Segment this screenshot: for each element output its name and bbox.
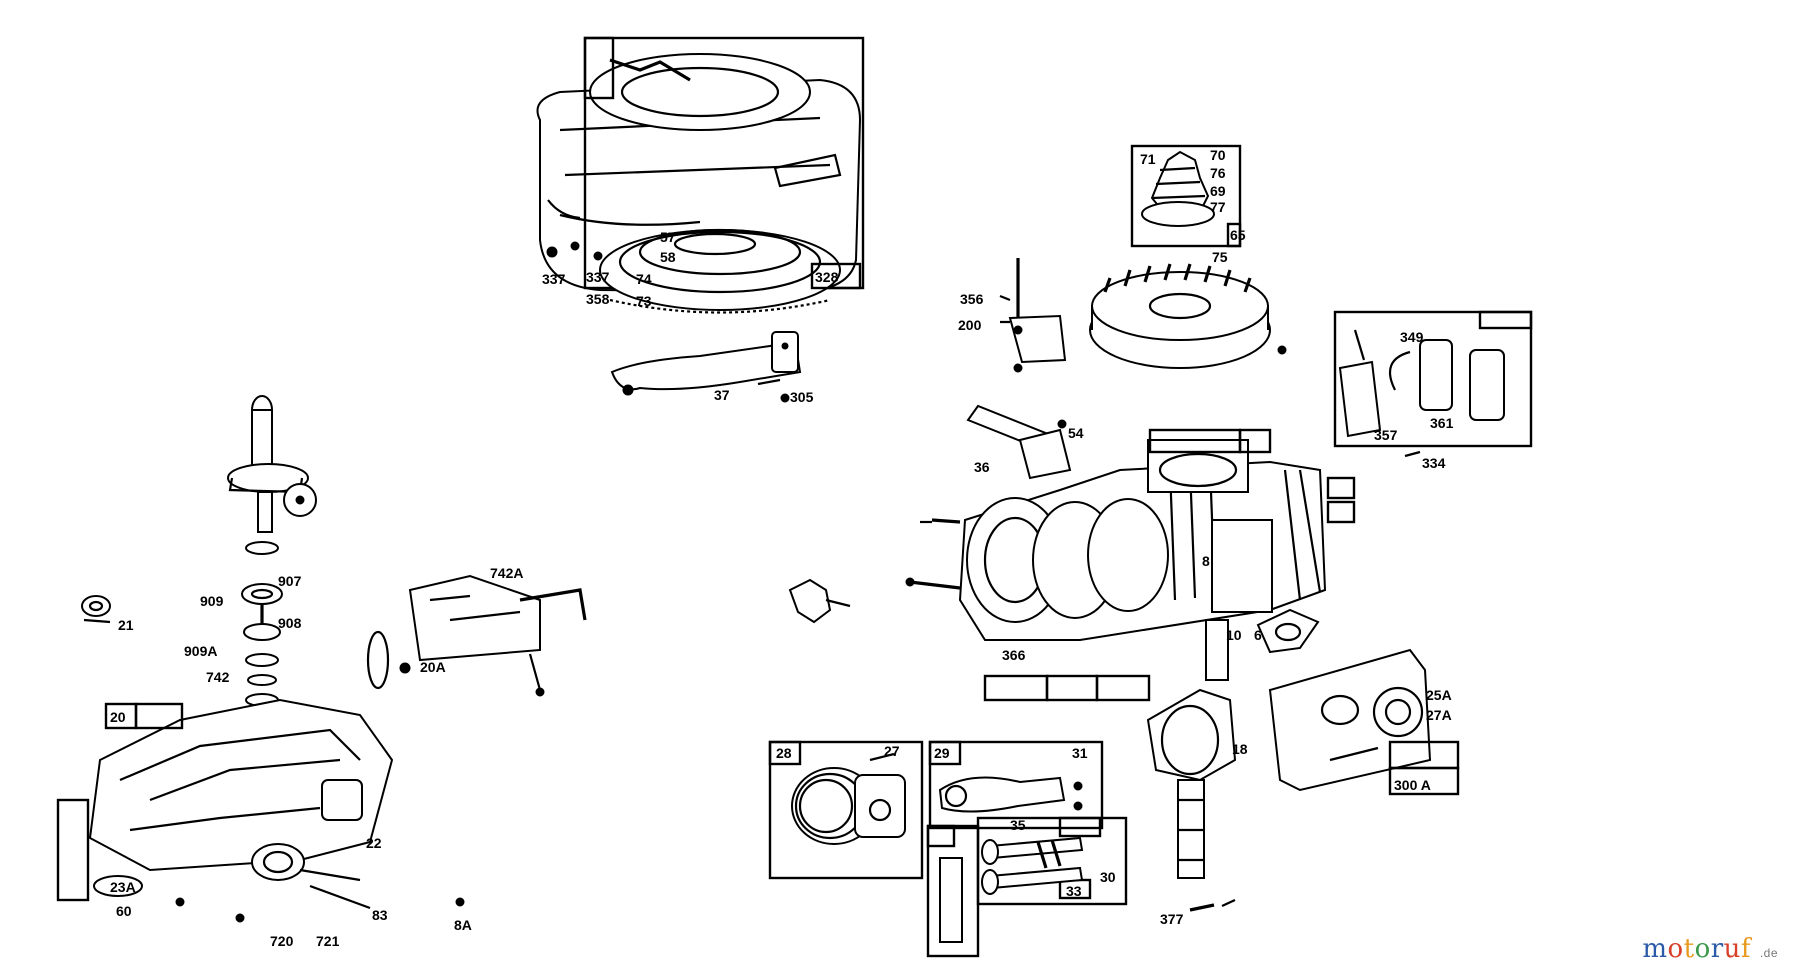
part-label: 721 <box>316 933 340 949</box>
governor-gear-stack <box>227 395 317 707</box>
flywheel <box>1089 263 1287 369</box>
part-label: 54 <box>1068 425 1084 441</box>
part-label: 75 <box>1212 249 1228 265</box>
part-label: 76 <box>1210 165 1226 181</box>
part-label: 909 <box>200 593 224 609</box>
part-label: 69 <box>1210 183 1226 199</box>
part-label: 334 <box>1422 455 1446 471</box>
part-label: 8A <box>454 917 472 933</box>
part-label: 742A <box>490 565 523 581</box>
part-number-labels: 337 337 358 57 58 74 73 328 37 305 71 70… <box>110 147 1454 949</box>
deflector-bracket-group <box>610 331 802 403</box>
logo-letter-t: t <box>1683 934 1695 964</box>
part-label: 28 <box>776 745 792 761</box>
part-label: 36 <box>974 459 990 475</box>
part-label: 31 <box>1072 745 1088 761</box>
governor-linkage <box>366 574 587 697</box>
part-label: 58 <box>660 249 676 265</box>
connecting-rod-inset <box>928 740 1104 830</box>
part-label: 83 <box>372 907 388 923</box>
logo-text: motoruf <box>1642 934 1760 964</box>
part-label: 366 <box>1002 647 1026 663</box>
part-label: 377 <box>1160 911 1184 927</box>
logo-letter-r: r <box>1710 934 1724 964</box>
logo-letter-o: o <box>1667 934 1684 964</box>
part-label: 25A <box>1426 687 1452 703</box>
logo-letter-o2: o <box>1694 934 1711 964</box>
part-label: 33 <box>1066 883 1082 899</box>
part-label: 6 <box>1254 627 1262 643</box>
part-label: 361 <box>1430 415 1454 431</box>
crankcase-cover <box>1268 648 1460 796</box>
valve-cover-bolt <box>905 518 961 590</box>
part-label: 29 <box>934 745 950 761</box>
piston-inset <box>768 740 924 880</box>
governor-bracket <box>1008 258 1067 373</box>
part-label: 8 <box>1202 553 1210 569</box>
part-label: 20A <box>420 659 446 675</box>
part-label: 65 <box>1230 227 1246 243</box>
screw-icon <box>546 241 603 261</box>
part-label: 18 <box>1232 741 1248 757</box>
part-label: 74 <box>636 271 652 287</box>
part-label: 200 <box>958 317 982 333</box>
part-label: 357 <box>1374 427 1398 443</box>
armature-inset <box>1333 310 1533 448</box>
part-label: 57 <box>660 229 676 245</box>
part-label: 35 <box>1010 817 1026 833</box>
part-label: 358 <box>586 291 610 307</box>
part-label: 337 <box>542 271 566 287</box>
part-label: 77 <box>1210 199 1226 215</box>
part-label: 27A <box>1426 707 1452 723</box>
part-label: 21 <box>118 617 134 633</box>
part-label: 60 <box>116 903 132 919</box>
valve-inset <box>926 816 1128 958</box>
part-label: 23A <box>110 879 136 895</box>
part-label: 73 <box>636 293 652 309</box>
part-label: 305 <box>790 389 814 405</box>
part-label: 720 <box>270 933 294 949</box>
leader-lines <box>757 294 1421 907</box>
part-label: 20 <box>110 709 126 725</box>
oil-seal-icon <box>81 595 111 624</box>
part-label: 337 <box>586 269 610 285</box>
logo-letter-u: u <box>1723 934 1741 964</box>
gasket <box>1256 608 1320 654</box>
part-label: 37 <box>714 387 730 403</box>
motoruf-logo: motoruf .de <box>1642 934 1778 964</box>
intake-elbow <box>788 578 851 624</box>
part-label: 27 <box>884 743 900 759</box>
part-label: 356 <box>960 291 984 307</box>
logo-letter-f: f <box>1740 934 1752 964</box>
breather-tube <box>966 404 1072 480</box>
part-label: 71 <box>1140 151 1156 167</box>
part-label: 10 <box>1226 627 1242 643</box>
blower-housing-group <box>536 36 865 294</box>
rewind-starter-inset <box>1130 144 1242 248</box>
part-label: 22 <box>366 835 382 851</box>
part-label: 907 <box>278 573 302 589</box>
crankshaft <box>1146 619 1237 912</box>
part-label: 300 A <box>1394 777 1431 793</box>
part-label: 742 <box>206 669 230 685</box>
part-label: 30 <box>1100 869 1116 885</box>
part-label: 328 <box>815 269 839 285</box>
logo-suffix: .de <box>1759 946 1778 960</box>
part-label: 70 <box>1210 147 1226 163</box>
sump-base <box>56 698 465 923</box>
flywheel-screen-group <box>599 228 862 314</box>
cylinder-block <box>958 428 1356 702</box>
logo-letter-m: m <box>1642 934 1668 964</box>
part-label: 908 <box>278 615 302 631</box>
part-label: 349 <box>1400 329 1424 345</box>
part-label: 909A <box>184 643 217 659</box>
